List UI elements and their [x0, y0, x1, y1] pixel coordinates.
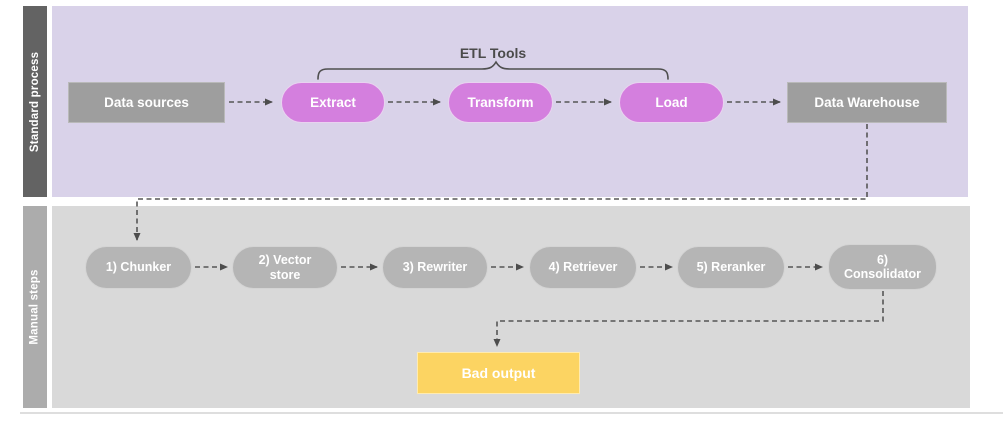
node-extract: Extract [281, 82, 385, 123]
node-consolidator: 6) Consolidator [828, 244, 937, 290]
bottom-divider [20, 412, 1003, 414]
node-vector-store: 2) Vector store [232, 246, 338, 289]
node-data-warehouse: Data Warehouse [787, 82, 947, 123]
lane-label-standard-process: Standard process [23, 6, 47, 197]
node-chunker: 1) Chunker [85, 246, 192, 289]
lane-label-manual-steps: Manual steps [23, 206, 47, 408]
node-reranker: 5) Reranker [677, 246, 785, 289]
etl-tools-label: ETL Tools [459, 45, 527, 61]
node-bad-output: Bad output [417, 352, 580, 394]
node-transform: Transform [448, 82, 553, 123]
node-retriever: 4) Retriever [529, 246, 637, 289]
node-rewriter: 3) Rewriter [382, 246, 488, 289]
node-load: Load [619, 82, 724, 123]
node-data-sources: Data sources [68, 82, 225, 123]
lane-label-manual-steps-text: Manual steps [29, 269, 42, 345]
lane-label-standard-process-text: Standard process [29, 51, 41, 152]
